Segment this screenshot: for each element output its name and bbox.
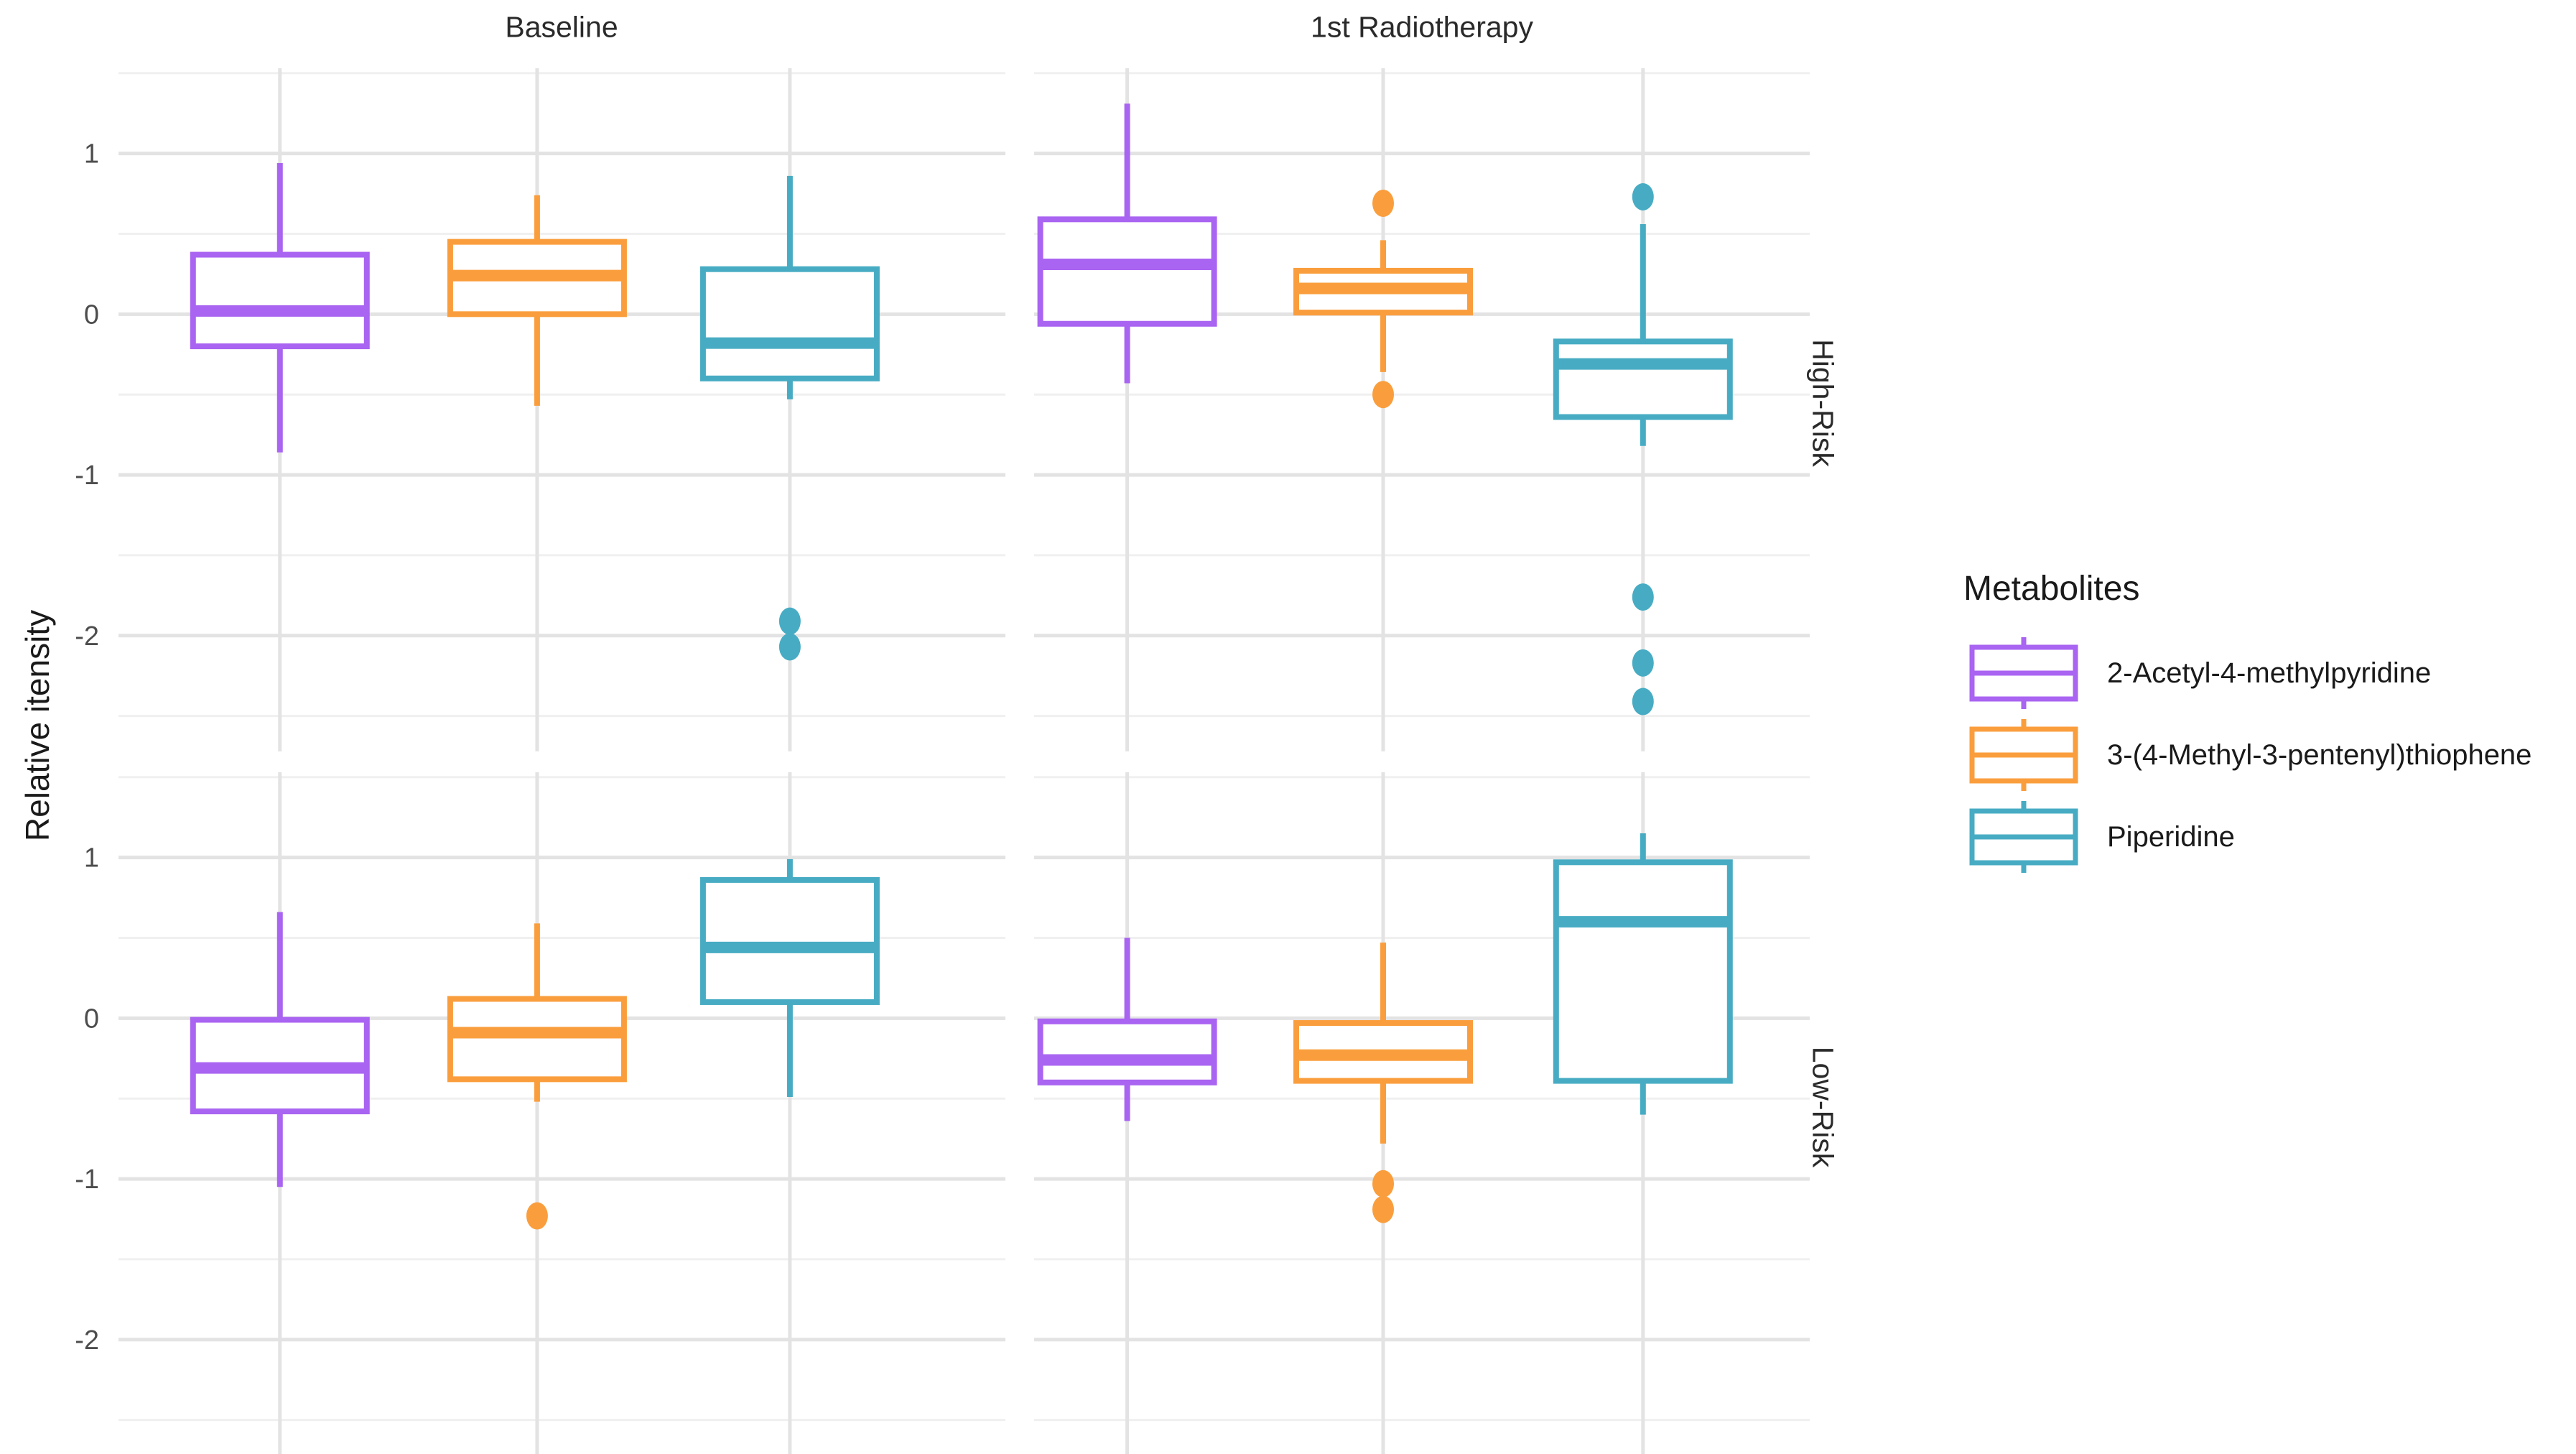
boxplot-box: [1037, 216, 1217, 327]
boxplot-box: [699, 876, 880, 1005]
y-tick-label: 1: [84, 139, 99, 170]
boxplot-box: [190, 251, 370, 350]
boxplot-outlier-point: [1632, 687, 1654, 716]
y-tick-label: 1: [84, 843, 99, 874]
y-tick-label: -2: [75, 621, 99, 652]
legend-key-boxplot-icon: [1969, 637, 2078, 709]
legend-key-boxplot-icon: [1969, 719, 2078, 791]
y-tick-label: -2: [75, 1325, 99, 1356]
boxplot-box: [699, 266, 880, 381]
boxplot-box: [1037, 1018, 1217, 1085]
boxplot-box: [1553, 338, 1733, 420]
boxplot-outlier-point: [778, 633, 801, 661]
boxplot-outlier-point: [1372, 1170, 1394, 1198]
facet-title-1st-radiotherapy: 1st Radiotherapy: [1311, 10, 1533, 44]
boxplot-outlier-point: [1372, 1195, 1394, 1223]
boxplot-outlier-point: [1632, 182, 1654, 210]
y-tick-label: -1: [75, 460, 99, 491]
facet-title-baseline: Baseline: [505, 10, 618, 44]
boxplot-box: [1553, 859, 1733, 1084]
legend-entry-1: 2-Acetyl-4-methylpyridine: [1963, 636, 2531, 710]
boxplot-outlier-point: [1632, 649, 1654, 677]
boxplot-outlier-point: [1632, 583, 1654, 611]
legend-entry-label: Piperidine: [2107, 820, 2235, 853]
strip-label-high-risk: High-Risk: [1806, 339, 1840, 467]
boxplot-outlier-point: [778, 607, 801, 635]
legend-key-boxplot-icon: [1969, 801, 2078, 873]
y-tick-label: -1: [75, 1164, 99, 1195]
boxplot-outlier-point: [1372, 381, 1394, 409]
strip-label-low-risk: Low-Risk: [1806, 1046, 1840, 1168]
y-tick-label: 0: [84, 300, 99, 330]
legend-entry-2: 3-(4-Methyl-3-pentenyl)thiophene: [1963, 718, 2531, 792]
legend-entry-3: Piperidine: [1963, 800, 2531, 874]
boxplot-box: [447, 996, 627, 1083]
boxplot-outlier-point: [526, 1202, 548, 1230]
legend-entries: 2-Acetyl-4-methylpyridine 3-(4-Methyl-3-p…: [1963, 636, 2531, 874]
legend-title: Metabolites: [1963, 570, 2140, 608]
legend-entry-label: 3-(4-Methyl-3-pentenyl)thiophene: [2107, 738, 2532, 771]
y-tick-label: 0: [84, 1004, 99, 1034]
legend: Metabolites 2-Acetyl-4-methylpyridine 3-(…: [1963, 569, 2531, 881]
y-axis-title: Relative itensity: [19, 609, 56, 842]
legend-entry-label: 2-Acetyl-4-methylpyridine: [2107, 657, 2432, 689]
boxplot-outlier-point: [1372, 189, 1394, 217]
